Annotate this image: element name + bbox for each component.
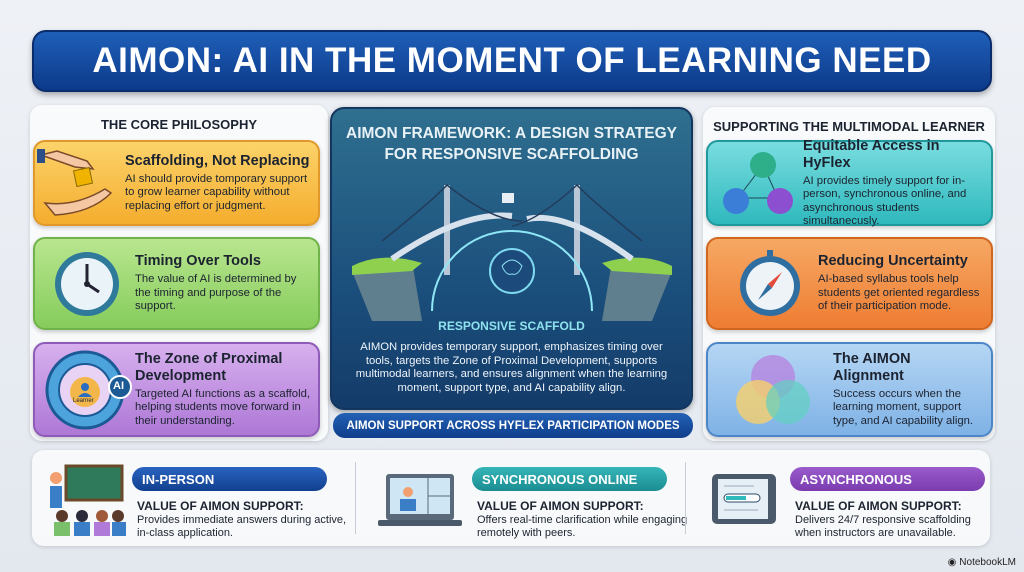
card-description: Targeted AI functions as a scaffold, hel… xyxy=(135,387,311,427)
card-title: Scaffolding, Not Replacing xyxy=(125,152,310,169)
mode-synchronous-online: SYNCHRONOUS ONLINE VALUE OF AIMON SUPPOR… xyxy=(372,450,692,546)
card-title: The Zone of Proximal Development xyxy=(135,350,283,384)
card-title: Equitable Access in HyFlex xyxy=(803,137,940,171)
framework-description: AIMON provides temporary support, emphas… xyxy=(355,341,668,394)
tablet-icon xyxy=(712,474,776,524)
modes-banner: AIMON SUPPORT ACROSS HYFLEX PARTICIPATIO… xyxy=(333,413,693,438)
value-heading: VALUE OF AIMON SUPPORT: xyxy=(795,499,962,513)
learner-label: Learner xyxy=(73,397,94,404)
mode-in-person: IN-PERSON VALUE OF AIMON SUPPORT: Provid… xyxy=(32,450,352,546)
bridge-brain-icon xyxy=(352,183,672,321)
brand-logo: ◉NotebookLM xyxy=(948,557,1016,568)
brand-name: NotebookLM xyxy=(959,557,1016,568)
mode-label: ASYNCHRONOUS xyxy=(790,467,985,491)
responsive-scaffold-label: RESPONSIVE SCAFFOLD xyxy=(438,319,585,333)
card-description: The value of AI is determined by the tim… xyxy=(135,273,297,313)
compass-icon xyxy=(740,249,800,316)
mode-label: IN-PERSON xyxy=(132,467,327,491)
laptop-video-call-icon xyxy=(378,474,462,526)
card-zpd: AI Learner The Zone of Proximal Developm… xyxy=(33,342,320,437)
card-scaffolding: Scaffolding, Not Replacing AI should prov… xyxy=(33,140,320,226)
card-description: AI provides timely support for in-person… xyxy=(803,174,967,228)
card-description: AI should provide tomporary support to g… xyxy=(125,172,308,212)
zpd-circles-icon: AI Learner xyxy=(35,345,135,435)
mode-label: SYNCHRONOUS ONLINE xyxy=(472,467,667,491)
card-description: AI-based syllabus tools help students ge… xyxy=(818,273,980,313)
framework-title: AIMON FRAMEWORK: A DESIGN STRATEGY FOR R… xyxy=(346,125,677,163)
card-title: Reducing Uncertainty xyxy=(818,253,968,270)
value-description: Provides immediate answers during active… xyxy=(137,514,347,539)
connected-spheres-icon xyxy=(723,152,793,214)
panel-heading: THE CORE PHILOSOPHY xyxy=(100,117,258,132)
hands-giving-block-icon xyxy=(37,149,113,216)
card-title: Timing Over Tools xyxy=(135,253,261,270)
divider xyxy=(685,462,686,534)
value-heading: VALUE OF AIMON SUPPORT: xyxy=(477,499,644,513)
participation-modes-panel: IN-PERSON VALUE OF AIMON SUPPORT: Provid… xyxy=(32,450,990,546)
divider xyxy=(355,462,356,534)
ai-badge: AI xyxy=(113,379,124,392)
venn-diagram-icon xyxy=(736,355,810,424)
card-title: The AIMON Alignment xyxy=(833,350,911,384)
page-title: AIMON: AI IN THE MOMENT OF LEARNING NEED xyxy=(32,30,992,92)
value-heading: VALUE OF AIMON SUPPORT: xyxy=(137,499,304,513)
clock-icon xyxy=(55,251,119,316)
classroom-icon xyxy=(50,464,126,536)
card-description: Success occurs when the learning moment,… xyxy=(833,387,974,427)
value-description: Delivers 24/7 responsive scaffolding whe… xyxy=(795,514,971,539)
panel-heading: SUPPORTING THE MULTIMODAL LEARNER xyxy=(713,119,985,134)
value-description: Offers real-time clarification while eng… xyxy=(477,514,688,539)
notebooklm-icon: ◉ xyxy=(947,557,957,568)
framework-panel: AIMON FRAMEWORK: A DESIGN STRATEGY FOR R… xyxy=(330,107,693,410)
mode-asynchronous: ASYNCHRONOUS VALUE OF AIMON SUPPORT: Del… xyxy=(702,450,990,546)
